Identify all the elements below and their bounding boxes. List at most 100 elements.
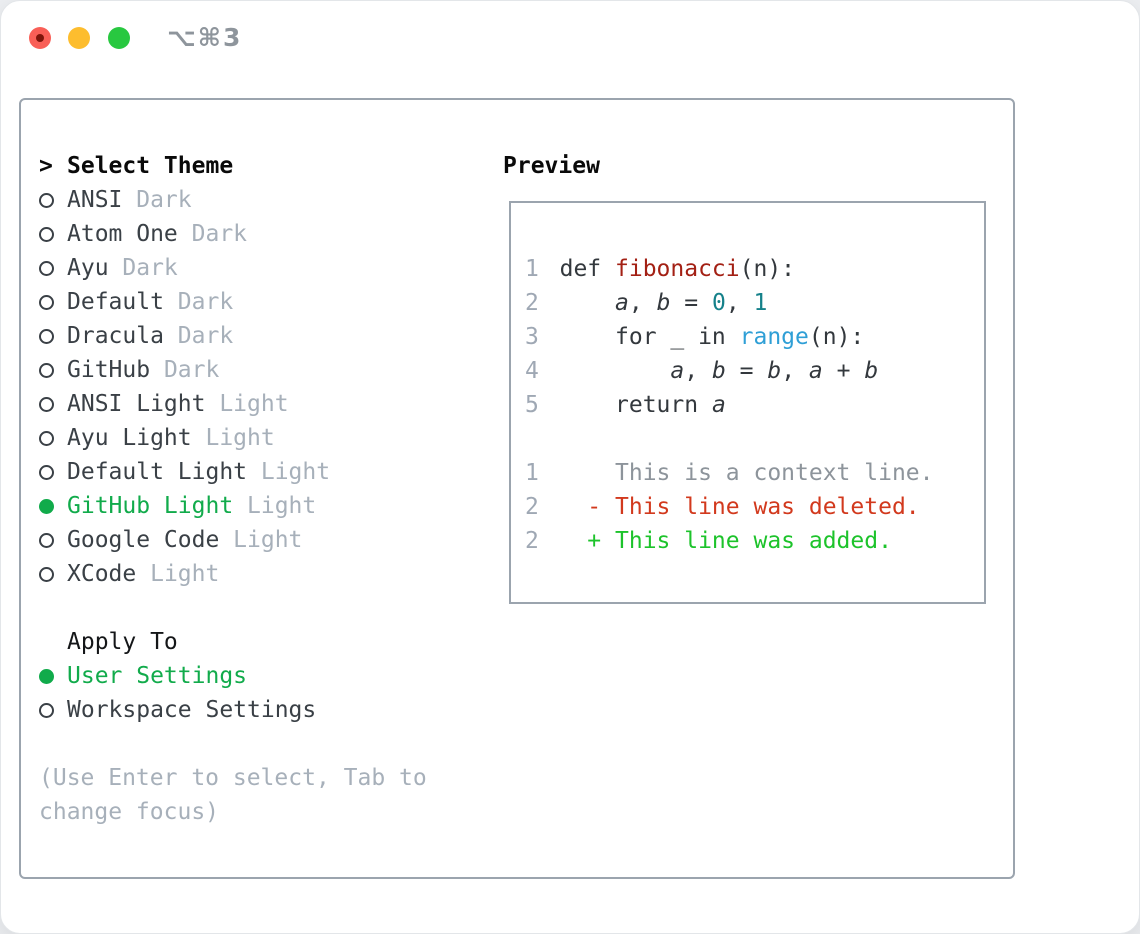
- theme-option[interactable]: Ayu Dark: [39, 251, 489, 285]
- apply-to-option[interactable]: User Settings: [39, 659, 489, 693]
- code-segment-code: def: [559, 256, 615, 282]
- code-segment-ctx: This is a context line.: [559, 460, 934, 486]
- theme-option[interactable]: Atom One Dark: [39, 217, 489, 251]
- option-variant-label: Dark: [122, 255, 178, 281]
- radio-unselected-icon: [39, 396, 54, 412]
- radio-unselected-icon: [39, 566, 54, 582]
- option-label: Dracula: [67, 323, 164, 349]
- bullet-column: [39, 430, 67, 446]
- hint-text-line-2: change focus): [39, 799, 220, 825]
- preview-line-code: 2 a, b = 0, 1: [525, 286, 984, 320]
- option-variant-label: Light: [219, 391, 289, 417]
- code-segment-var: a: [711, 392, 726, 418]
- bullet-column: [39, 192, 67, 208]
- option-variant-label: Light: [260, 459, 331, 485]
- option-variant-label: Dark: [191, 221, 248, 247]
- bullet-column: [39, 668, 67, 684]
- radio-unselected-icon: [39, 328, 54, 344]
- option-label: Default: [67, 289, 164, 315]
- titlebar: ⌥⌘3: [1, 1, 1139, 75]
- code-segment-code: [560, 290, 615, 316]
- radio-selected-icon: [39, 668, 54, 684]
- code-segment-code: =: [670, 290, 712, 316]
- radio-unselected-icon: [39, 430, 54, 446]
- bullet-column: [39, 498, 67, 514]
- radio-unselected-icon: [39, 532, 54, 548]
- line-number: 1: [525, 256, 539, 282]
- theme-list-title: Select Theme: [67, 153, 234, 179]
- preview-line-deleted: 2 - This line was deleted.: [525, 490, 984, 524]
- preview-line-added: 2 + This line was added.: [525, 524, 984, 558]
- radio-unselected-icon: [39, 260, 54, 276]
- code-segment-code: (n):: [808, 324, 865, 350]
- option-variant-label: Dark: [177, 289, 234, 315]
- option-label: User Settings: [67, 663, 248, 689]
- option-variant-label: Light: [247, 493, 317, 519]
- radio-selected-icon: [39, 498, 54, 514]
- bullet-column: [39, 396, 67, 412]
- option-label: XCode: [67, 561, 137, 587]
- option-variant-label: Light: [233, 527, 303, 553]
- code-segment-var: a: [615, 290, 629, 316]
- bullet-column: [39, 702, 67, 718]
- option-label: GitHub Light: [67, 493, 234, 519]
- option-label: ANSI: [67, 187, 123, 213]
- code-segment-code: ,: [684, 358, 712, 384]
- minimize-window-icon[interactable]: [68, 27, 90, 49]
- bullet-column: [39, 362, 67, 378]
- theme-option[interactable]: ANSI Dark: [39, 183, 489, 217]
- option-label: Atom One: [67, 221, 178, 247]
- option-label: Ayu: [67, 255, 109, 281]
- code-segment-code: ,: [628, 290, 657, 316]
- preview-line-context: 1 This is a context line.: [525, 456, 984, 490]
- apply-to-option[interactable]: Workspace Settings: [39, 693, 489, 727]
- theme-option[interactable]: XCode Light: [39, 557, 489, 591]
- code-segment-code: return: [559, 392, 712, 418]
- option-variant-label: Dark: [136, 187, 192, 213]
- bullet-column: [39, 294, 67, 310]
- option-variant-label: Light: [150, 561, 220, 587]
- option-variant-label: Light: [205, 425, 275, 451]
- line-number: 1: [525, 460, 539, 486]
- code-segment-code: (n):: [739, 256, 796, 282]
- spacer: [39, 727, 489, 761]
- zoom-window-icon[interactable]: [108, 27, 130, 49]
- radio-unselected-icon: [39, 362, 54, 378]
- code-segment-var: a: [670, 358, 685, 384]
- radio-unselected-icon: [39, 702, 54, 718]
- preview-title: Preview: [503, 153, 600, 179]
- preview-line-code: 4 a, b = b, a + b: [525, 354, 984, 388]
- bullet-column: [39, 226, 67, 242]
- theme-option[interactable]: GitHub Dark: [39, 353, 489, 387]
- line-number: 4: [525, 358, 539, 384]
- option-label: GitHub: [67, 357, 151, 383]
- theme-option[interactable]: ANSI Light Light: [39, 387, 489, 421]
- code-segment-var: b: [864, 358, 879, 384]
- bullet-column: [39, 532, 67, 548]
- window-title: ⌥⌘3: [167, 23, 243, 52]
- code-segment-code: +: [822, 358, 865, 384]
- close-window-icon[interactable]: [29, 27, 51, 49]
- preview-line-code: 5 return a: [525, 388, 984, 422]
- option-label: ANSI Light: [67, 391, 206, 417]
- bullet-column: [39, 464, 67, 480]
- code-segment-code: ,: [725, 290, 754, 316]
- radio-unselected-icon: [39, 226, 54, 242]
- code-segment-var: b: [767, 358, 782, 384]
- apply-to-header: Apply To: [67, 629, 178, 655]
- theme-option[interactable]: Default Dark: [39, 285, 489, 319]
- option-variant-label: Dark: [163, 357, 220, 383]
- code-segment-code: for _ in: [559, 324, 740, 350]
- preview-line-code: 3 for _ in range(n):: [525, 320, 984, 354]
- radio-unselected-icon: [39, 192, 54, 208]
- blank-line: [525, 422, 984, 456]
- theme-option[interactable]: GitHub Light Light: [39, 489, 489, 523]
